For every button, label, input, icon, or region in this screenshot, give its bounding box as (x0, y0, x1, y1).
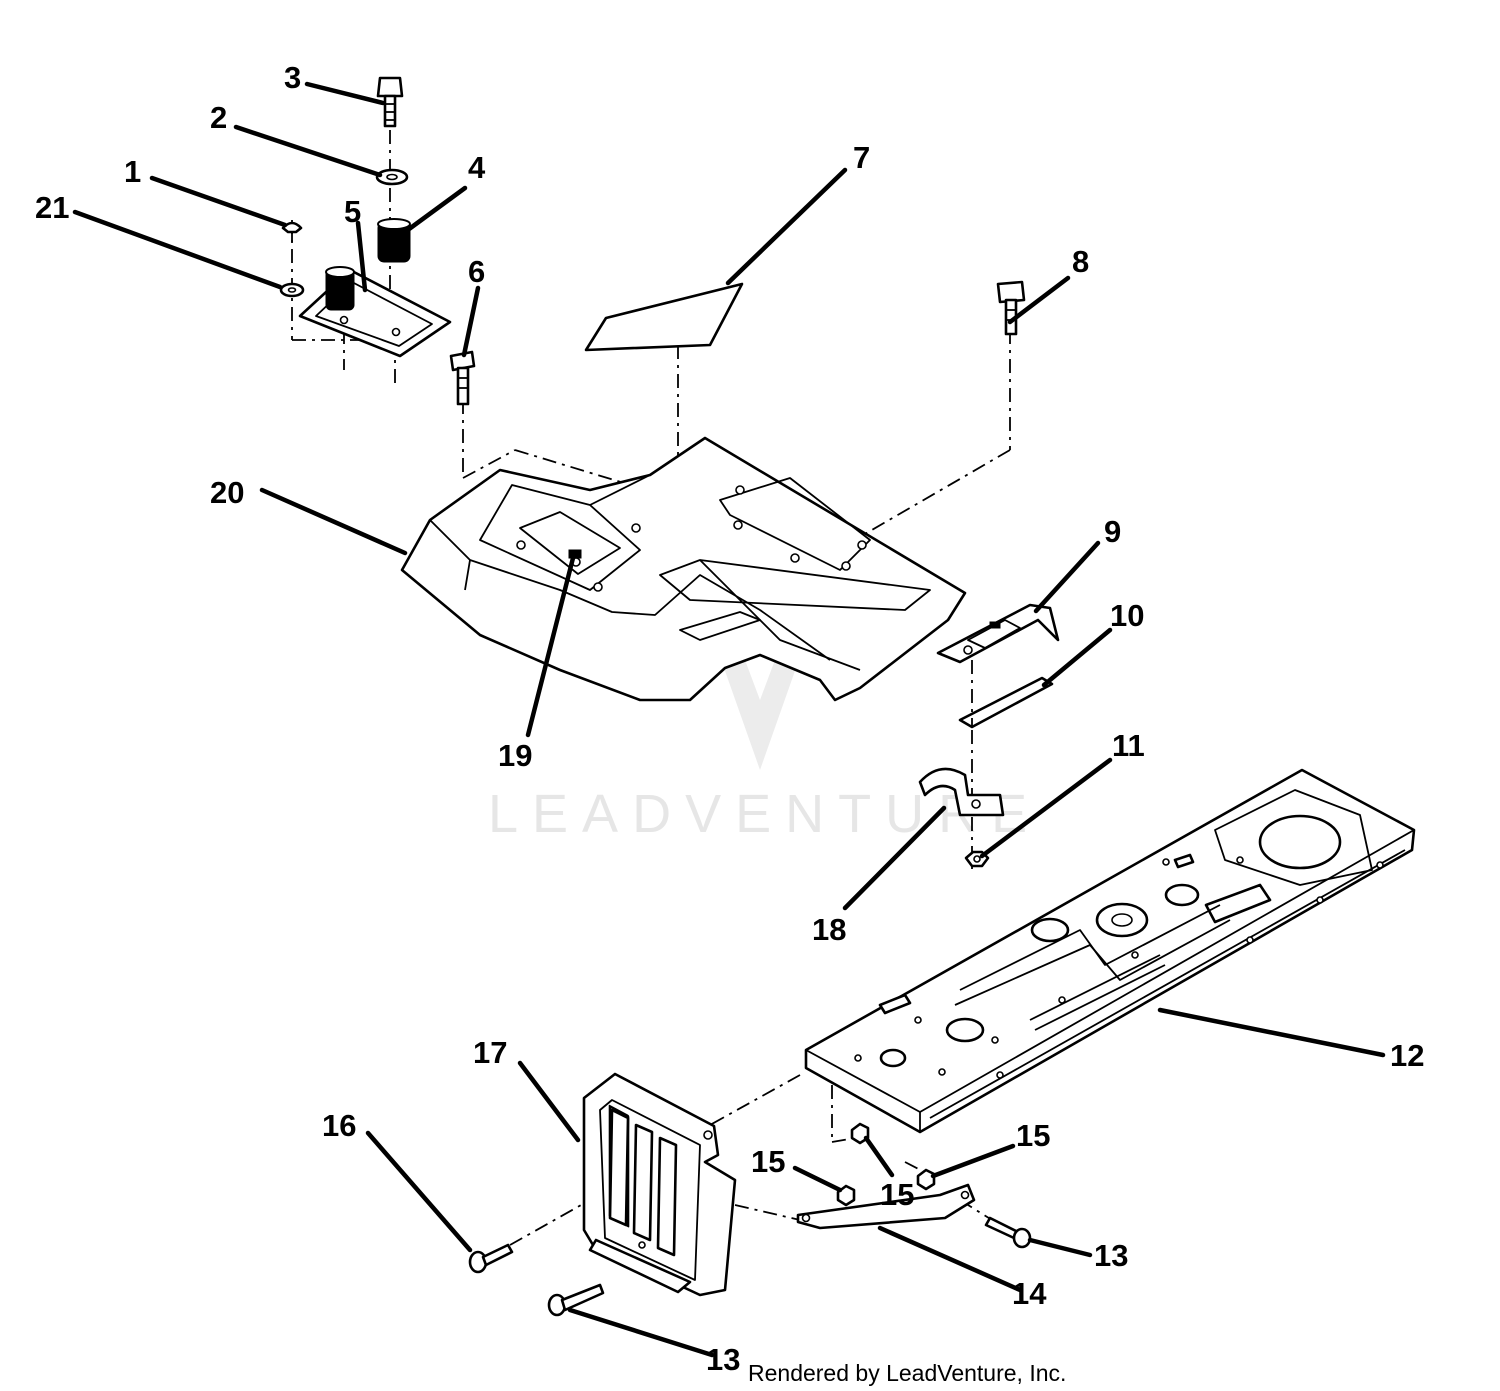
callout-21: 21 (35, 190, 69, 225)
part-12-frame (804, 768, 1416, 1134)
part-14-bracket (796, 1183, 976, 1230)
part-4-grip (377, 218, 411, 263)
part-5-plate (298, 266, 452, 358)
callout-7: 7 (853, 140, 870, 175)
callout-8: 8 (1072, 244, 1089, 279)
callout-14: 14 (1012, 1276, 1047, 1311)
part-10-plate (958, 676, 1054, 729)
callout-19: 19 (498, 738, 532, 773)
callout-labels: 3 2 1 21 4 5 6 7 8 20 19 9 10 11 18 12 1… (35, 60, 1424, 1377)
part-18-clamp (918, 767, 1005, 817)
part-8-bolt (996, 280, 1026, 336)
footer-credit: Rendered by LeadVenture, Inc. (748, 1360, 1066, 1386)
callout-9: 9 (1104, 514, 1121, 549)
callout-1: 1 (124, 154, 141, 189)
callout-13-b: 13 (706, 1342, 740, 1377)
part-6-screw (449, 350, 476, 406)
callout-15-b: 15 (1016, 1118, 1050, 1153)
part-2-washer (375, 168, 409, 186)
callout-17: 17 (473, 1035, 507, 1070)
part-13-bolt-bottom (547, 1283, 605, 1317)
part-21-washer (279, 282, 305, 298)
callout-3: 3 (284, 60, 301, 95)
part-17-front-plate (582, 1072, 737, 1297)
part-7-decal (584, 282, 744, 352)
part-9-bracket (936, 603, 1060, 664)
part-13-bolt-right (984, 1216, 1032, 1249)
leader-lines (72, 81, 1386, 1358)
callout-20: 20 (210, 475, 244, 510)
callout-4: 4 (468, 150, 486, 185)
callout-15-a: 15 (751, 1144, 785, 1179)
part-3-bolt (376, 76, 404, 128)
callout-16: 16 (322, 1108, 356, 1143)
callout-11: 11 (1112, 728, 1145, 763)
callout-6: 6 (468, 254, 485, 289)
part-16-bolt (468, 1243, 514, 1274)
callout-13-a: 13 (1094, 1238, 1128, 1273)
callout-5: 5 (344, 194, 361, 229)
callout-12: 12 (1390, 1038, 1424, 1073)
callout-2: 2 (210, 100, 227, 135)
part-20-body-panel (400, 436, 967, 702)
callout-18: 18 (812, 912, 846, 947)
callout-10: 10 (1110, 598, 1144, 633)
callout-15-c: 15 (880, 1177, 914, 1212)
